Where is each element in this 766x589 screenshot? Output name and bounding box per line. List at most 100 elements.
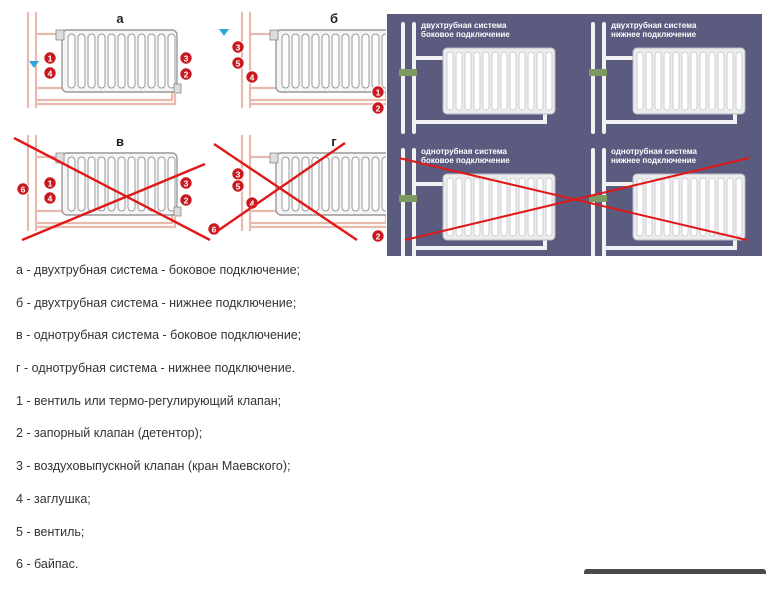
radiator-section	[301, 33, 310, 89]
radiator-section	[455, 51, 463, 111]
radiator-section	[167, 156, 176, 212]
radiator-section	[446, 177, 454, 237]
radiator-section	[455, 177, 463, 237]
badge-1: 1	[43, 176, 57, 190]
radiator-section	[735, 177, 743, 237]
panel-caption-line2: боковое подключение	[421, 30, 510, 39]
badge-number: 4	[48, 68, 53, 78]
legend-item-g: г - однотрубная система - нижнее подключ…	[16, 361, 296, 376]
radiator-section	[127, 33, 136, 89]
panel-letter: в	[116, 134, 124, 149]
badge-2: 2	[371, 101, 385, 115]
panel-letter: б	[330, 11, 338, 26]
badge-circle	[43, 66, 57, 80]
radiator-section	[311, 33, 320, 89]
radiator-section	[371, 33, 380, 89]
radiator-section	[67, 33, 76, 89]
radiator-section	[97, 33, 106, 89]
radiator-section	[636, 177, 644, 237]
radiator-section	[87, 156, 96, 212]
radiator-section	[708, 177, 716, 237]
badge-circle	[371, 101, 385, 115]
return-pipe	[36, 217, 177, 229]
legend-item-2: 2 - запорный клапан (детентор);	[16, 426, 203, 441]
radiator-section	[127, 156, 136, 212]
radiator-section	[699, 177, 707, 237]
radiator-section	[681, 177, 689, 237]
radiator-section	[482, 177, 490, 237]
radiator-section	[137, 33, 146, 89]
badge-circle	[43, 176, 57, 190]
radiator-section	[518, 51, 526, 111]
radiator-section	[645, 51, 653, 111]
legend-item-5: 5 - вентиль;	[16, 524, 85, 539]
legend-item-3: 3 - воздуховыпускной клапан (кран Маевск…	[16, 459, 291, 474]
radiator-section	[361, 33, 370, 89]
radiator-section	[464, 51, 472, 111]
badge-number: 1	[48, 53, 53, 63]
badge-circle	[16, 182, 30, 196]
radiator-section	[87, 33, 96, 89]
badge-number: 6	[212, 224, 217, 234]
badge-1: 1	[43, 51, 57, 65]
badge-5: 5	[231, 56, 245, 70]
radiator-section	[735, 51, 743, 111]
badge-circle	[371, 85, 385, 99]
radiator-section	[708, 51, 716, 111]
radiator-section	[482, 51, 490, 111]
radiator-section	[654, 177, 662, 237]
radiator-section	[663, 51, 671, 111]
radiator-section	[77, 156, 86, 212]
badge-circle	[371, 229, 385, 243]
flow-arrow-icon	[29, 61, 39, 68]
valve-icon	[399, 69, 417, 76]
radiator-section	[645, 177, 653, 237]
radiator-section	[107, 156, 116, 212]
panel-letter: г	[331, 134, 337, 149]
badge-4: 4	[43, 66, 57, 80]
radiator-section	[726, 177, 734, 237]
radiator-section	[509, 51, 517, 111]
badge-number: 2	[376, 231, 381, 241]
scrollbar-thumb[interactable]	[584, 569, 766, 574]
radiator-section	[717, 177, 725, 237]
radiator-section	[717, 51, 725, 111]
radiator-section	[371, 156, 380, 212]
radiator-section	[690, 177, 698, 237]
radiator-section	[157, 33, 166, 89]
radiator-section	[291, 156, 300, 212]
badge-3: 3	[179, 176, 193, 190]
panel-caption-line2: боковое подключение	[421, 156, 510, 165]
panel-caption-line1: двухтрубная система	[611, 21, 697, 30]
radiator-section	[500, 51, 508, 111]
radiator-section	[690, 51, 698, 111]
radiator-section	[341, 156, 350, 212]
radiator-section	[321, 156, 330, 212]
radiator-section	[654, 51, 662, 111]
badge-circle	[245, 70, 259, 84]
badge-circle	[231, 56, 245, 70]
cross-line	[213, 143, 358, 241]
badge-4: 4	[245, 70, 259, 84]
badge-number: 2	[376, 103, 381, 113]
badge-5: 5	[231, 179, 245, 193]
panel-caption-line1: однотрубная система	[611, 147, 698, 156]
badge-number: 4	[250, 198, 255, 208]
legend-item-4: 4 - заглушка;	[16, 491, 91, 506]
badge-number: 4	[250, 72, 255, 82]
radiator-section	[117, 156, 126, 212]
radiator-section	[518, 177, 526, 237]
radiator-section	[351, 33, 360, 89]
legend-item-a: а - двухтрубная система - боковое подклю…	[16, 263, 301, 277]
radiator-section	[545, 51, 553, 111]
return-pipe	[250, 102, 386, 106]
panel-caption-line1: однотрубная система	[421, 147, 508, 156]
cross-line	[215, 142, 346, 233]
radiator-section	[117, 33, 126, 89]
